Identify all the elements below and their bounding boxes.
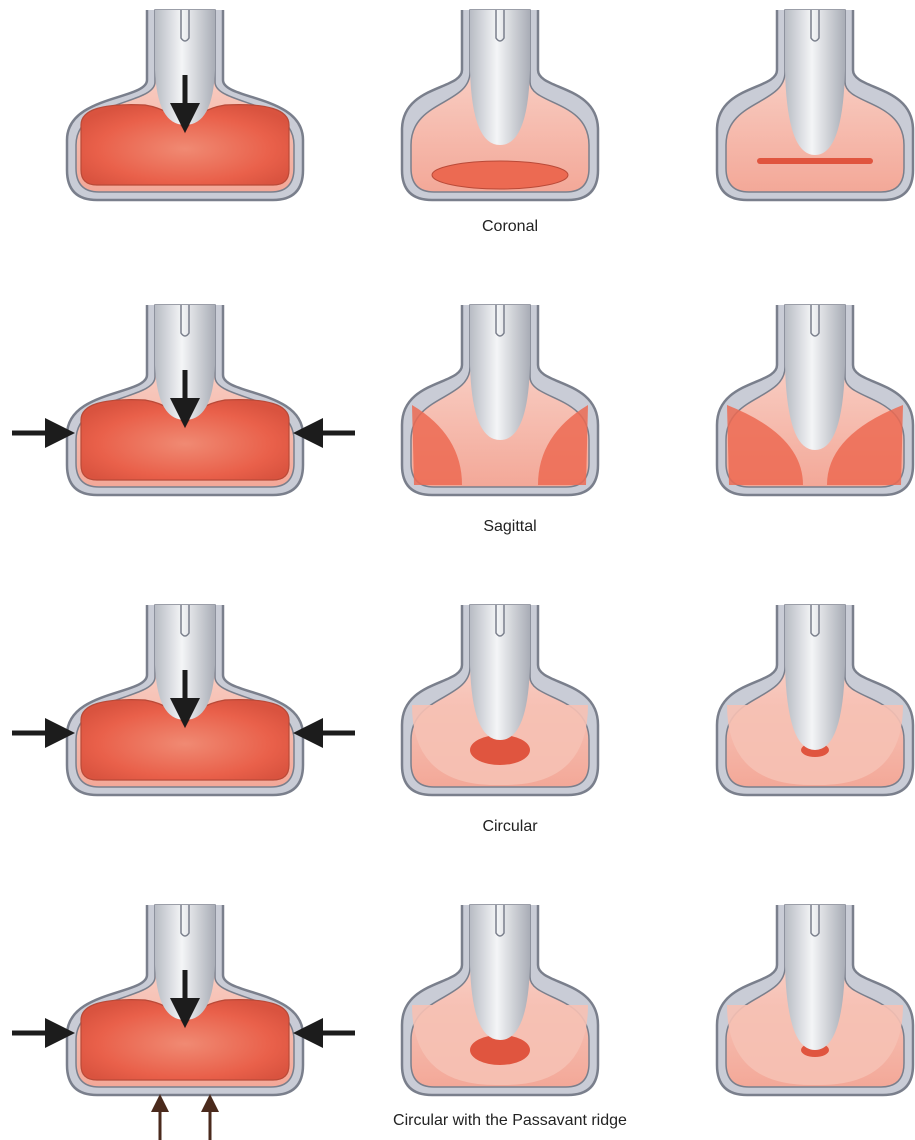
caption-circular-passavant: Circular with the Passavant ridge — [330, 1112, 690, 1130]
caption-sagittal: Sagittal — [380, 518, 640, 536]
velum — [785, 10, 845, 155]
panel-sagittal-rest — [12, 305, 355, 495]
panel-sagittal-partial — [402, 305, 598, 495]
panel-circular-passavant-partial — [402, 905, 598, 1095]
panel-sagittal-closed — [717, 305, 913, 495]
velum — [470, 10, 530, 145]
caption-circular: Circular — [380, 818, 640, 836]
panel-circular-partial — [402, 605, 598, 795]
velum — [785, 905, 845, 1050]
panel-circular-passavant-rest — [12, 905, 355, 1140]
velum — [470, 305, 530, 440]
panel-coronal-partial — [402, 10, 598, 200]
velum — [470, 605, 530, 740]
panel-circular-closed — [717, 605, 913, 795]
panel-circular-passavant-closed — [717, 905, 913, 1095]
velum — [470, 905, 530, 1040]
velum — [785, 605, 845, 750]
panel-circular-rest — [12, 605, 355, 795]
panel-coronal-rest — [67, 10, 303, 200]
velum — [785, 305, 845, 450]
velopharyngeal-port — [432, 161, 568, 189]
caption-coronal: Coronal — [380, 218, 640, 236]
velopharyngeal-port — [757, 158, 873, 164]
panel-coronal-closed — [717, 10, 913, 200]
